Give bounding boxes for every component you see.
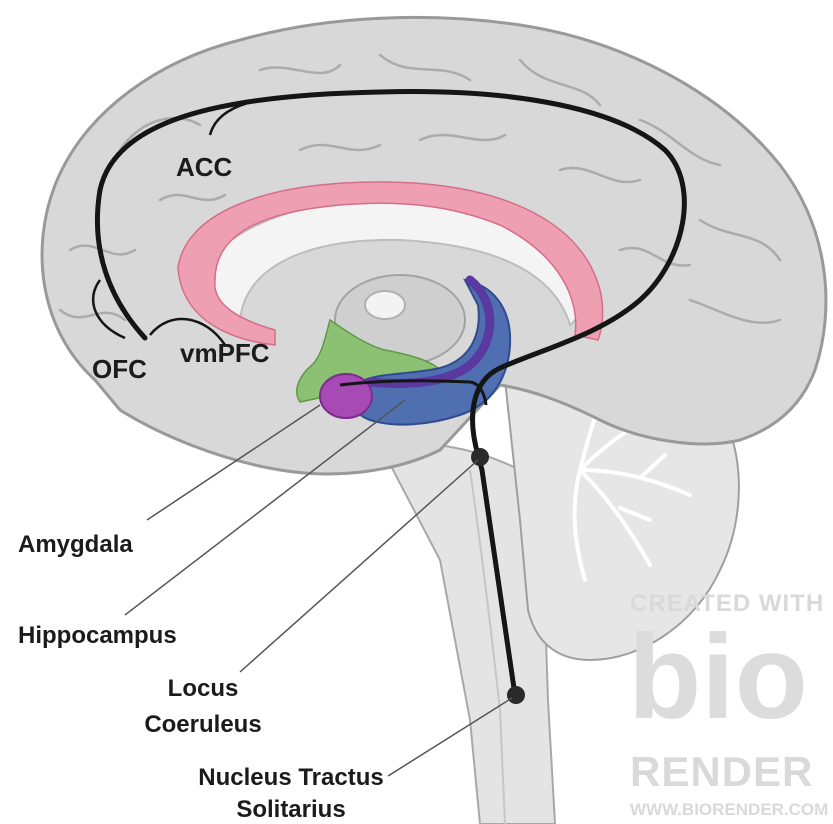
label-hippocampus: Hippocampus <box>18 623 177 649</box>
amygdala <box>320 374 372 418</box>
label-acc: ACC <box>176 154 232 180</box>
label-locus-coeruleus: Locus Coeruleus <box>128 676 278 738</box>
label-nts-line1: Nucleus Tractus <box>166 765 416 791</box>
label-nucleus-tractus-solitarius: Nucleus Tractus Solitarius <box>166 765 416 823</box>
nts-node <box>507 686 525 704</box>
watermark-url: WWW.BIORENDER.COM <box>630 800 828 820</box>
watermark-bio: bio <box>628 612 808 742</box>
watermark-render: RENDER <box>630 748 813 796</box>
label-locus-line1: Locus <box>128 676 278 702</box>
interthalamic-adhesion <box>365 291 405 319</box>
label-nts-line2: Solitarius <box>166 797 416 823</box>
label-locus-line2: Coeruleus <box>128 712 278 738</box>
label-ofc: OFC <box>92 356 147 382</box>
label-vmpfc: vmPFC <box>180 340 270 366</box>
label-amygdala: Amygdala <box>18 532 133 558</box>
